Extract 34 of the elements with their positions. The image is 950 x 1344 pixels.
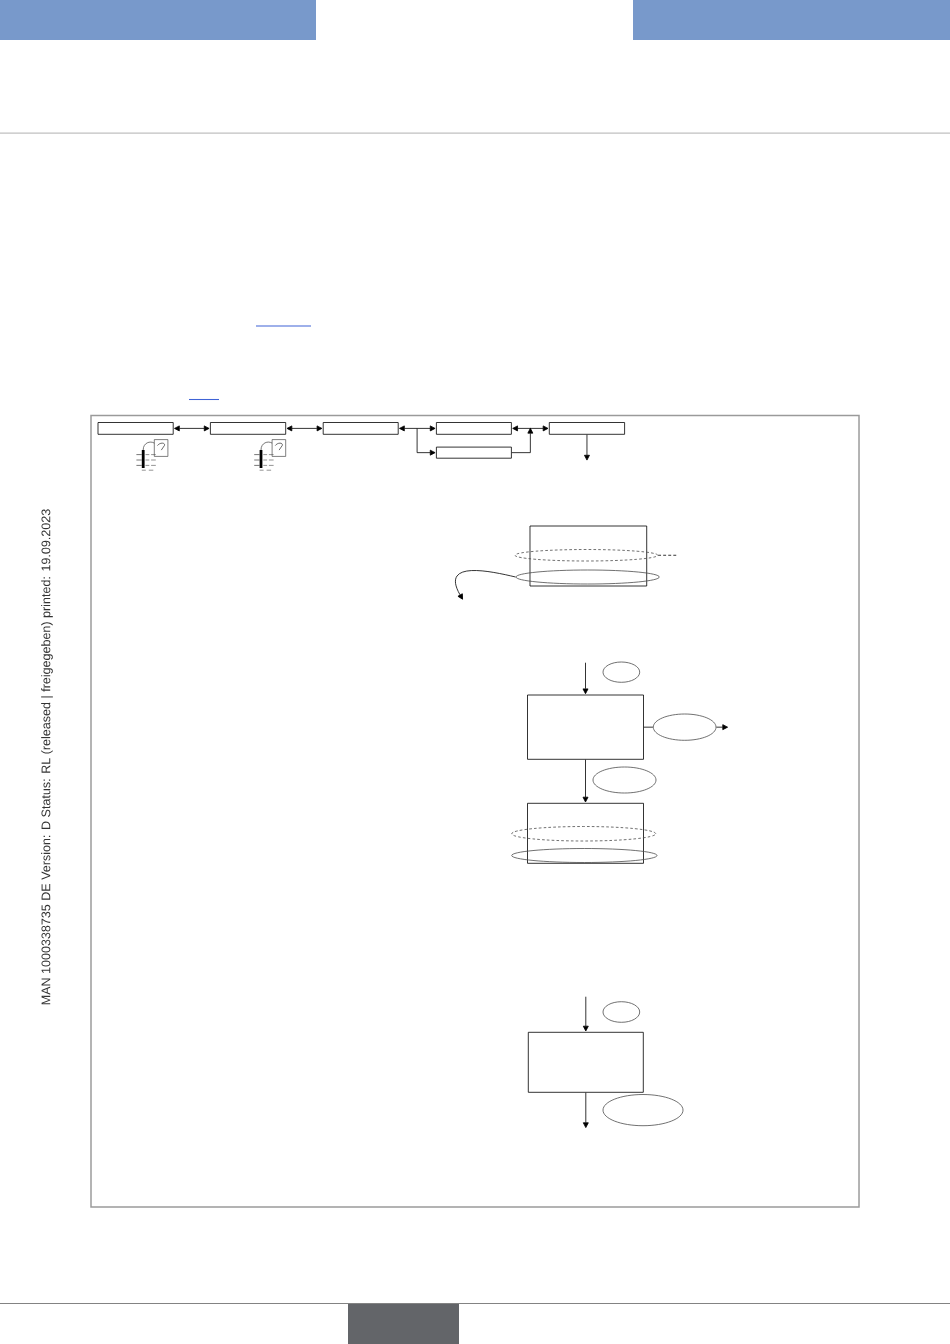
arrow [584,434,590,461]
dashed-ellipse [514,549,659,562]
leader-line [657,554,678,556]
menu-box [322,422,399,435]
menu-box [97,422,174,435]
arrow [582,759,589,803]
connector-line [643,726,654,728]
display-box [527,1031,644,1093]
dashed-ellipse [511,826,657,842]
menu-box [210,422,287,435]
menu-box [436,446,512,459]
display-box [527,802,644,864]
arrow [416,425,436,432]
display-box [529,525,648,587]
menu-box [548,422,625,435]
arrow [582,662,589,695]
highlight-ellipse [515,569,660,585]
double-arrow [286,425,323,432]
document-info: MAN 1000338735 DE Version: D Status: RL (released | freigegeben) printed: 19.09.2023 [41,509,53,1005]
oval [652,713,717,741]
display-box [527,694,644,760]
arrow [529,425,549,432]
oval [602,1001,641,1023]
arrow [582,996,589,1032]
highlight-ellipse [511,848,658,863]
arrow [716,724,728,731]
oval [602,661,641,683]
arrow [511,427,534,454]
oval [602,1094,684,1127]
menu-box [436,422,512,435]
oval [592,766,657,794]
curved-arrow [455,570,516,600]
arrow [512,425,532,432]
arrow [582,1092,589,1128]
